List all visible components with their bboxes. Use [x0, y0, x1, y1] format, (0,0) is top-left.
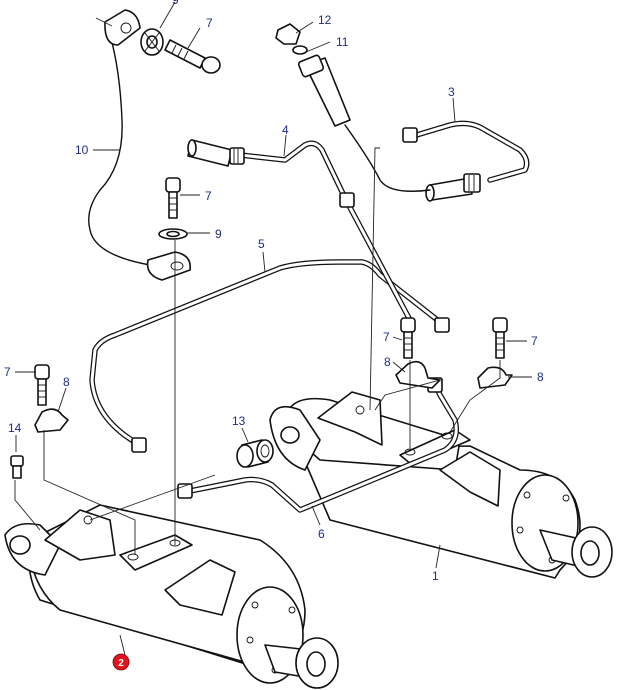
callout-9-top: 9 — [172, 0, 179, 7]
ground-cable-10 — [88, 9, 192, 281]
callout-14: 14 — [8, 421, 22, 435]
callout-labels: 9 7 12 11 3 4 10 7 9 5 7 7 8 8 7 8 14 13… — [4, 0, 544, 583]
callout-7-clamp-right: 7 — [531, 334, 538, 348]
callout-10: 10 — [75, 143, 89, 157]
callout-7-top: 7 — [206, 16, 213, 30]
callout-8-left: 8 — [63, 375, 70, 389]
front-cylinder — [4, 504, 339, 689]
spacer-13 — [236, 439, 274, 468]
clamp-8-left — [34, 408, 69, 433]
callout-2: 2 — [118, 658, 124, 669]
callout-2-badge: 2 — [112, 653, 130, 671]
bolt-7-left — [34, 364, 50, 406]
bolt-7-top — [164, 39, 221, 74]
hose-end-3 — [425, 173, 481, 202]
callout-5: 5 — [258, 237, 265, 251]
callout-11: 11 — [336, 35, 349, 49]
callout-6: 6 — [318, 527, 325, 541]
rear-cylinder — [269, 391, 613, 579]
callout-9-middle: 9 — [215, 227, 222, 241]
callout-7-left: 7 — [4, 365, 11, 379]
bolt-7-clamp-right — [492, 317, 508, 359]
callout-7-clamp-center: 7 — [383, 330, 390, 344]
callout-leaders — [15, 1, 532, 656]
bolt-7-middle — [165, 177, 181, 219]
callout-1: 1 — [432, 569, 439, 583]
bolt-14 — [10, 455, 24, 479]
pipe-3 — [407, 120, 530, 183]
pipe-5 — [89, 259, 443, 448]
clamp-8-right — [477, 366, 513, 389]
hose-fitting-11 — [275, 23, 351, 127]
hose-11 — [344, 124, 431, 192]
callout-8-center: 8 — [384, 355, 391, 369]
callout-4: 4 — [282, 123, 289, 137]
callout-13: 13 — [232, 414, 246, 428]
pipe-nuts — [131, 127, 450, 499]
hose-end-4 — [187, 139, 245, 167]
callout-12: 12 — [318, 13, 332, 27]
assembly-lines — [14, 147, 501, 555]
callout-7-middle: 7 — [205, 189, 212, 203]
lock-washer-9-top — [140, 28, 164, 56]
callout-8-right: 8 — [537, 370, 544, 384]
pipe-4 — [237, 140, 413, 323]
lock-washer-9-middle — [158, 228, 188, 240]
clamp-8-center — [395, 360, 441, 389]
bolt-7-clamp-center — [400, 317, 416, 359]
callout-3: 3 — [448, 85, 455, 99]
